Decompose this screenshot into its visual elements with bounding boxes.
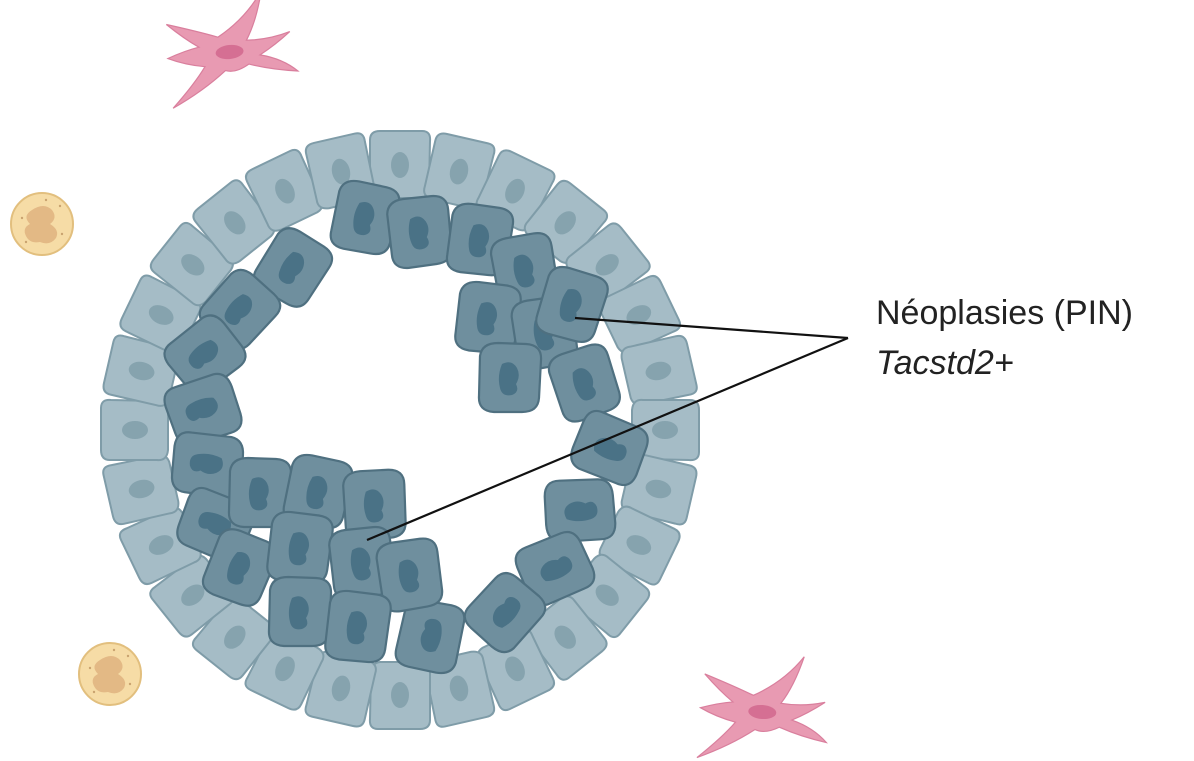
neoplastic-cell-icon	[269, 577, 331, 646]
immune-cell-icon	[11, 193, 73, 255]
neoplastic-cell-icon	[479, 343, 541, 412]
annotation-marker: Tacstd2+	[876, 338, 1133, 388]
annotation-label: Néoplasies (PIN) Tacstd2+	[876, 288, 1133, 388]
immune-cell-icon	[79, 643, 141, 705]
neoplastic-cell-icon	[266, 510, 334, 584]
neoplastic-cell-icon	[384, 193, 455, 270]
annotation-title: Néoplasies (PIN)	[876, 288, 1133, 338]
epithelial-cell-icon	[101, 400, 168, 460]
epithelial-cell-icon	[370, 662, 430, 729]
fibroblast-icon	[162, 0, 301, 108]
neoplastic-cell-icon	[324, 589, 392, 663]
fibroblast-icon	[697, 650, 832, 761]
neoplastic-cell-icon	[542, 476, 616, 544]
